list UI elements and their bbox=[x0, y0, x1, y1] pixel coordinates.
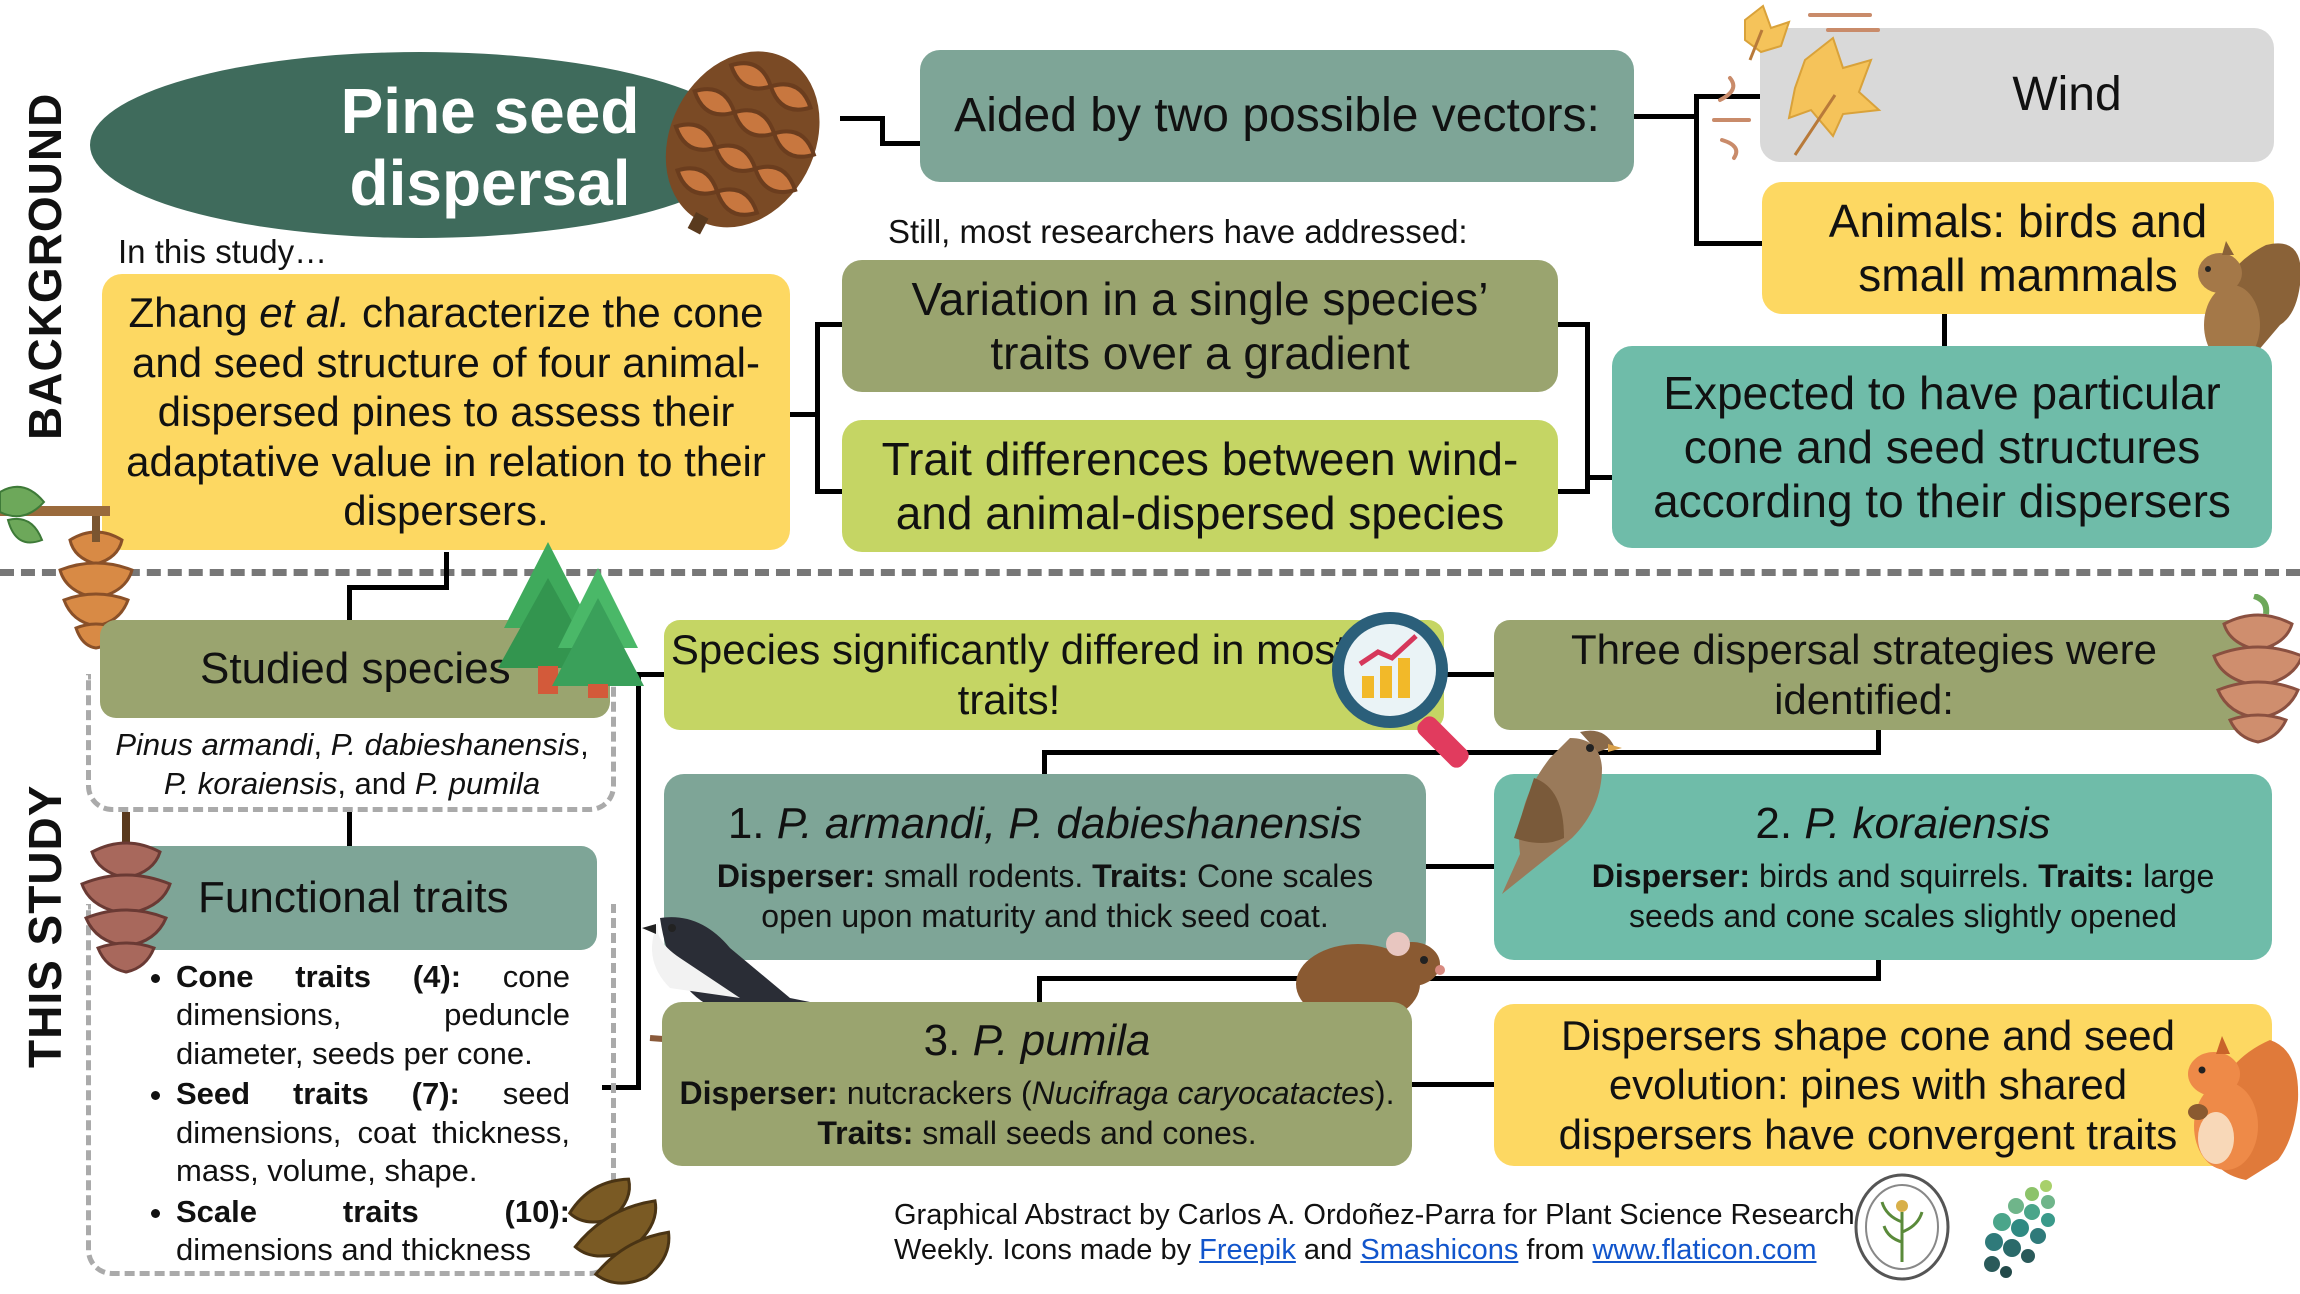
vectors-box: Aided by two possible vectors: bbox=[920, 50, 1634, 182]
freepik-link[interactable]: Freepik bbox=[1199, 1234, 1296, 1267]
functional-traits-list: Cone traits (4): cone dimensions, pedunc… bbox=[140, 958, 570, 1272]
footer-credits: Graphical Abstract by Carlos A. Ordoñez-… bbox=[894, 1198, 1855, 1269]
background-side-label: BACKGROUND bbox=[19, 92, 71, 440]
strategy-2-desc: Disperser: birds and squirrels. Traits: … bbox=[1591, 857, 2215, 934]
zhang-box: Zhang et al. characterize the cone and s… bbox=[102, 274, 790, 550]
variation-text: Variation in a single species’ traits ov… bbox=[911, 272, 1489, 379]
pine-cone-icon bbox=[665, 51, 820, 235]
magnifier-chart-icon bbox=[1332, 612, 1469, 768]
page-title-line2: dispersal bbox=[349, 146, 631, 219]
smashicons-link[interactable]: Smashicons bbox=[1360, 1234, 1519, 1267]
expected-box: Expected to have particular cone and see… bbox=[1612, 346, 2272, 548]
small-cone-icon bbox=[80, 812, 172, 974]
variation-box: Variation in a single species’ traits ov… bbox=[842, 260, 1558, 392]
studied-species-title: Studied species bbox=[200, 644, 511, 694]
society-seal-logo bbox=[1854, 1173, 1950, 1281]
trait-diff-text: Trait differences between wind- and anim… bbox=[881, 432, 1519, 539]
strategy-2-box: 2. P. koraiensis Disperser: birds and sq… bbox=[1494, 774, 2272, 960]
wind-leaves-icon bbox=[1712, 4, 1882, 160]
trait-diff-box: Trait differences between wind- and anim… bbox=[842, 420, 1558, 552]
strategy-2-title: 2. P. koraiensis bbox=[1755, 798, 2051, 848]
strategy-3-box: 3. P. pumila Disperser: nutcrackers (Nuc… bbox=[662, 1002, 1412, 1166]
trait-item-seed: Seed traits (7): seed dimensions, coat t… bbox=[176, 1075, 570, 1190]
studied-species-dashbox bbox=[86, 674, 616, 812]
three-strategies-box: Three dispersal strategies were identifi… bbox=[1494, 620, 2274, 730]
studied-species-list: Pinus armandi, P. dabieshanensis, P. kor… bbox=[115, 727, 589, 801]
strategy-1-title: 1. P. armandi, P. dabieshanensis bbox=[727, 798, 1363, 848]
pine-trees-icon bbox=[498, 542, 644, 698]
conclusion-box: Dispersers shape cone and seed evolution… bbox=[1494, 1004, 2272, 1166]
functional-traits-dashbox bbox=[86, 904, 616, 1276]
branch-cone-icon bbox=[0, 485, 134, 650]
differed-text: Species significantly differed in most t… bbox=[670, 626, 1348, 723]
strategy-1-desc: Disperser: small rodents. Traits: Cone s… bbox=[716, 857, 1374, 934]
conclusion-text: Dispersers shape cone and seed evolution… bbox=[1558, 1011, 2178, 1158]
footer-line2: Weekly. Icons made by Freepik and Smashi… bbox=[894, 1234, 1817, 1267]
footer-line1: Graphical Abstract by Carlos A. Ordoñez-… bbox=[894, 1199, 1855, 1231]
flaticon-link[interactable]: www.flaticon.com bbox=[1592, 1234, 1817, 1267]
animals-text: Animals: birds and small mammals bbox=[1828, 194, 2208, 301]
animals-box: Animals: birds and small mammals bbox=[1762, 182, 2274, 314]
sparrow-icon bbox=[1502, 730, 1622, 894]
still-label: Still, most researchers have addressed: bbox=[888, 213, 1468, 250]
this-study-side-label: THIS STUDY bbox=[19, 784, 71, 1068]
zhang-text: Zhang et al. characterize the cone and s… bbox=[126, 289, 766, 535]
functional-traits-box: Functional traits bbox=[132, 846, 597, 950]
red-squirrel-icon bbox=[2188, 1036, 2299, 1180]
title-ellipse: Pine seed dispersal bbox=[90, 52, 750, 238]
functional-traits-title: Functional traits bbox=[198, 873, 509, 923]
squirrel-icon bbox=[2198, 241, 2300, 371]
three-strategies-text: Three dispersal strategies were identifi… bbox=[1571, 626, 2157, 723]
differed-box: Species significantly differed in most t… bbox=[664, 620, 1444, 730]
vectors-text: Aided by two possible vectors: bbox=[954, 88, 1600, 142]
wind-text: Wind bbox=[2012, 67, 2122, 121]
strategy-3-title: 3. P. pumila bbox=[923, 1015, 1151, 1065]
strategy-1-box: 1. P. armandi, P. dabieshanensis Dispers… bbox=[664, 774, 1426, 960]
strategy-3-desc: Disperser: nutcrackers (Nucifraga caryoc… bbox=[679, 1074, 1395, 1151]
trait-item-scale: Scale traits (10): dimensions and thickn… bbox=[176, 1193, 570, 1270]
in-this-study-label: In this study… bbox=[118, 233, 328, 270]
page-title-line1: Pine seed bbox=[340, 75, 640, 147]
expected-text: Expected to have particular cone and see… bbox=[1653, 366, 2231, 528]
cone-right-icon bbox=[2212, 594, 2300, 744]
dots-leaf-logo bbox=[1984, 1180, 2055, 1278]
brown-cone-icon bbox=[567, 1177, 671, 1285]
section-divider bbox=[0, 569, 2300, 576]
trait-item-cone: Cone traits (4): cone dimensions, pedunc… bbox=[176, 958, 570, 1073]
